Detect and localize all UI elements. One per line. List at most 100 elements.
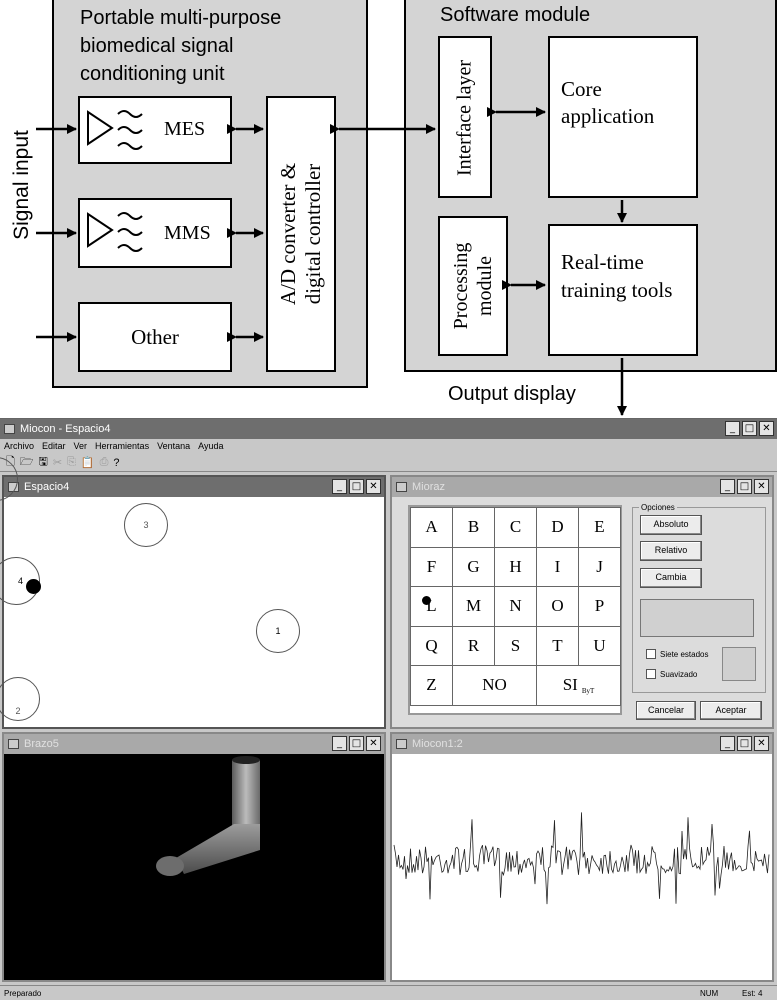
letter-cell[interactable]: L bbox=[410, 586, 453, 627]
realtime-line-1: Real-time bbox=[561, 250, 644, 274]
target-1-label: 1 bbox=[275, 626, 281, 636]
close-button[interactable]: ✕ bbox=[754, 736, 769, 751]
status-bar: Preparado NUM Est: 4 bbox=[0, 985, 777, 1001]
letter-cell-label: SI bbox=[562, 675, 578, 695]
cut-icon[interactable]: ✂ bbox=[52, 457, 63, 469]
espacio4-title: Espacio4 bbox=[24, 481, 70, 493]
status-num: NUM bbox=[700, 989, 719, 998]
absoluto-button[interactable]: Absoluto bbox=[640, 515, 702, 535]
save-icon[interactable]: 🖫 bbox=[38, 456, 48, 468]
target-4-label: 4 bbox=[17, 576, 23, 586]
brazo5-titlebar: Brazo5 _ □ ✕ bbox=[4, 734, 384, 754]
minimize-button[interactable]: _ bbox=[332, 479, 347, 494]
espacio4-titlebar: Espacio4 _ □ ✕ bbox=[4, 477, 384, 497]
forearm bbox=[176, 824, 260, 874]
maximize-button[interactable]: □ bbox=[349, 479, 364, 494]
unit-title-line-1: Portable multi-purpose bbox=[80, 7, 282, 29]
siete-estados-checkbox[interactable]: Siete estados bbox=[646, 649, 708, 659]
letter-cell[interactable]: G bbox=[452, 546, 495, 587]
core-application-box: Core application bbox=[548, 36, 698, 198]
letter-cell[interactable]: Z bbox=[410, 665, 453, 706]
letter-cell[interactable]: D bbox=[536, 507, 579, 548]
letter-cell[interactable]: B bbox=[452, 507, 495, 548]
mioraz-titlebar: Mioraz _ □ ✕ bbox=[392, 477, 772, 497]
target-3[interactable]: 3 bbox=[124, 503, 168, 547]
maximize-button[interactable]: □ bbox=[349, 736, 364, 751]
brazo5-title: Brazo5 bbox=[24, 738, 59, 750]
close-button[interactable]: ✕ bbox=[754, 479, 769, 494]
close-button[interactable]: ✕ bbox=[366, 479, 381, 494]
other-label: Other bbox=[131, 324, 179, 349]
letter-cell[interactable]: NO bbox=[452, 665, 537, 706]
letter-cell[interactable]: S bbox=[494, 625, 537, 666]
help-icon[interactable]: ? bbox=[113, 456, 120, 469]
cancel-button[interactable]: Cancelar bbox=[636, 701, 696, 720]
letter-cell[interactable]: T bbox=[536, 625, 579, 666]
siete-estados-label: Siete estados bbox=[660, 649, 709, 659]
amplifier-filter-icon bbox=[87, 110, 143, 150]
realtime-tools-box: Real-time training tools bbox=[548, 224, 698, 356]
core-line-1: Core bbox=[561, 77, 602, 101]
adc-box: A/D converter & digital controller bbox=[266, 96, 336, 372]
letter-cell[interactable]: M bbox=[452, 586, 495, 627]
maximize-button[interactable]: □ bbox=[737, 736, 752, 751]
paste-icon[interactable]: 📋 bbox=[80, 457, 95, 469]
print-icon[interactable]: ⎙ bbox=[99, 456, 109, 468]
accept-button[interactable]: Aceptar bbox=[700, 701, 762, 720]
mioraz-title: Mioraz bbox=[412, 481, 446, 493]
unit-title-line-2: biomedical signal bbox=[80, 35, 234, 57]
status-text: Preparado bbox=[4, 989, 42, 998]
app-titlebar: Miocon - Espacio4 _ □ ✕ bbox=[0, 419, 777, 439]
copy-icon[interactable]: ⎘ bbox=[67, 456, 76, 468]
maximize-button[interactable]: □ bbox=[742, 421, 757, 436]
letter-cell[interactable]: H bbox=[494, 546, 537, 587]
close-button[interactable]: ✕ bbox=[366, 736, 381, 751]
letter-cell[interactable]: C bbox=[494, 507, 537, 548]
menu-ventana[interactable]: Ventana bbox=[157, 441, 191, 451]
minimize-button[interactable]: _ bbox=[332, 736, 347, 751]
amplifier-filter-icon bbox=[87, 212, 143, 252]
menu-ver[interactable]: Ver bbox=[73, 441, 88, 451]
letter-cell[interactable]: N bbox=[494, 586, 537, 627]
menu-ayuda[interactable]: Ayuda bbox=[198, 441, 224, 451]
letter-cell[interactable]: A bbox=[410, 507, 453, 548]
other-channel-box: Other bbox=[78, 302, 232, 372]
app-title: Miocon - Espacio4 bbox=[20, 423, 111, 435]
menu-editar[interactable]: Editar bbox=[42, 441, 66, 451]
software-title: Software module bbox=[440, 4, 591, 26]
state-indicator bbox=[722, 647, 756, 681]
cambia-button[interactable]: Cambia bbox=[640, 568, 702, 588]
letter-cell[interactable]: I bbox=[536, 546, 579, 587]
letter-cell[interactable]: F bbox=[410, 546, 453, 587]
suavizado-checkbox[interactable]: Suavizado bbox=[646, 669, 697, 679]
target-1[interactable]: 1 bbox=[256, 609, 300, 653]
letter-cell[interactable]: Q bbox=[410, 625, 453, 666]
minimize-button[interactable]: _ bbox=[720, 736, 735, 751]
signal-titlebar: Miocon1:2 _ □ ✕ bbox=[392, 734, 772, 754]
cursor-dot bbox=[26, 579, 41, 594]
letter-cell[interactable]: P bbox=[578, 586, 621, 627]
menu-herramientas[interactable]: Herramientas bbox=[95, 441, 150, 451]
target-2[interactable]: 2 bbox=[0, 677, 40, 721]
minimize-button[interactable]: _ bbox=[720, 479, 735, 494]
relativo-button[interactable]: Relativo bbox=[640, 541, 702, 561]
display-panel bbox=[640, 599, 754, 637]
maximize-button[interactable]: □ bbox=[737, 479, 752, 494]
unit-title-line-3: conditioning unit bbox=[80, 63, 225, 85]
open-icon[interactable]: 🗁 bbox=[19, 456, 34, 468]
close-button[interactable]: ✕ bbox=[759, 421, 774, 436]
minimize-button[interactable]: _ bbox=[725, 421, 740, 436]
letter-cell[interactable]: U bbox=[578, 625, 621, 666]
letter-cell[interactable]: R bbox=[452, 625, 495, 666]
app-icon bbox=[4, 424, 15, 434]
letter-cell[interactable]: O bbox=[536, 586, 579, 627]
signal-title: Miocon1:2 bbox=[412, 738, 463, 750]
menu-archivo[interactable]: Archivo bbox=[4, 441, 35, 451]
letter-cell[interactable]: E bbox=[578, 507, 621, 548]
target-3-label: 3 bbox=[143, 520, 149, 530]
menu-bar: Archivo Editar Ver Herramientas Ventana … bbox=[0, 439, 777, 453]
miocon-signal-window: Miocon1:2 _ □ ✕ bbox=[390, 732, 774, 982]
letter-cell[interactable]: J bbox=[578, 546, 621, 587]
emg-signal-trace bbox=[393, 812, 770, 905]
